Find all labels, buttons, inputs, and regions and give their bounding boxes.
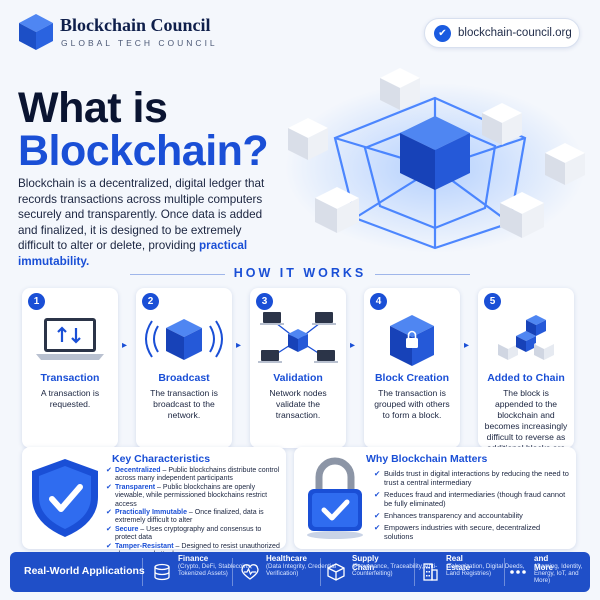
application-title: Finance	[178, 554, 209, 563]
intro-highlight: practical immutability.	[18, 239, 248, 268]
application-title: and More	[534, 554, 554, 572]
heart-pulse-icon	[241, 564, 259, 580]
step-number: 1	[28, 293, 45, 310]
padlock-icon	[307, 457, 363, 539]
divider	[232, 558, 233, 586]
characteristic-item: Secure – Uses cryptography and consensus…	[106, 526, 282, 543]
stacked-blocks-icon	[498, 315, 554, 360]
step-card-transaction: 1 Transaction A transaction is requested…	[22, 288, 118, 448]
step-description: A transaction is requested.	[40, 388, 100, 409]
application-desc: (Crypto, DeFi, Stablecoins, Tokenized As…	[178, 563, 252, 578]
key-characteristics-panel: Key Characteristics Decentralized – Publ…	[22, 447, 286, 558]
characteristic-item: Transparent – Public blockchains are ope…	[106, 484, 282, 509]
website-url: blockchain-council.org	[458, 27, 572, 39]
why-blockchain-matters-panel: Why Blockchain Matters Builds trust in d…	[294, 447, 576, 549]
application-desc: (Gaming, Identity, Energy, IoT, and More…	[534, 563, 583, 585]
chevron-right-icon: ▸	[236, 340, 242, 351]
step-card-validation: 3 Validation Network nodes validate the …	[250, 288, 346, 448]
network-nodes-icon	[258, 312, 338, 363]
box-icon	[327, 563, 345, 581]
benefit-item: Builds trust in digital interactions by …	[374, 469, 570, 487]
characteristic-item: Decentralized – Public blockchains distr…	[106, 467, 282, 484]
step-card-broadcast: 2 Broadcast The transaction is broadcast…	[136, 288, 232, 448]
locked-block-icon	[390, 315, 434, 366]
step-number: 5	[484, 293, 501, 310]
page-title-line1: What is	[18, 84, 168, 132]
step-title: Validation	[273, 372, 323, 384]
why-matters-heading: Why Blockchain Matters	[366, 453, 488, 465]
application-title: Healthcare	[266, 554, 307, 563]
application-desc: (Provenance, Traceability, Anti-Counterf…	[352, 563, 438, 578]
building-icon	[423, 563, 438, 581]
step-title: Block Creation	[374, 372, 450, 384]
applications-bar: Real-World Applications Finance (Crypto,…	[10, 552, 590, 592]
application-title: Real Estate	[446, 554, 471, 572]
broadcast-cube-icon	[145, 319, 223, 360]
coins-icon	[154, 563, 170, 581]
step-description: The transaction is broadcast to the netw…	[150, 388, 218, 420]
chevron-right-icon: ▸	[350, 340, 356, 351]
step-card-added-to-chain: 5 Added to Chain The block is appended t…	[478, 288, 574, 464]
step-number: 2	[142, 293, 159, 310]
step-number: 4	[370, 293, 387, 310]
divider	[320, 558, 321, 586]
blockchain-network-illustration	[285, 68, 585, 253]
benefit-item: Empowers industries with secure, decentr…	[374, 523, 570, 541]
chevron-right-icon: ▸	[464, 340, 470, 351]
step-title: Added to Chain	[487, 372, 565, 384]
step-title: Broadcast	[158, 372, 210, 384]
divider	[504, 558, 505, 586]
characteristic-item: Practically Immutable – Once finalized, …	[106, 509, 282, 526]
divider-left	[130, 274, 225, 275]
how-it-works-heading: HOW IT WORKS	[233, 266, 367, 280]
intro-paragraph: Blockchain is a decentralized, digital l…	[18, 176, 270, 269]
application-desc: (Data Integrity, Credential Verification…	[266, 563, 337, 578]
more-icon	[510, 570, 526, 574]
characteristics-list: Decentralized – Public blockchains distr…	[106, 467, 282, 559]
brand-subtitle: GLOBAL TECH COUNCIL	[61, 38, 218, 48]
benefit-item: Enhances transparency and accountability	[374, 511, 570, 520]
step-number: 3	[256, 293, 273, 310]
benefits-list: Builds trust in digital interactions by …	[374, 469, 570, 544]
chevron-right-icon: ▸	[122, 340, 128, 351]
divider	[414, 558, 415, 586]
page-title-line2: Blockchain?	[18, 127, 269, 175]
divider	[142, 558, 143, 586]
applications-label: Real-World Applications	[24, 565, 145, 577]
brand-name: Blockchain Council	[60, 15, 211, 35]
benefit-item: Reduces fraud and intermediaries (though…	[374, 490, 570, 508]
application-title: Supply Chain	[352, 554, 379, 572]
application-desc: (Tokenization, Digital Deeds, Land Regis…	[446, 563, 525, 578]
step-description: The transaction is grouped with others t…	[374, 388, 450, 420]
divider-right	[375, 274, 470, 275]
laptop-transfer-icon	[36, 318, 104, 360]
step-title: Transaction	[40, 372, 100, 384]
brand-logo-icon	[19, 14, 53, 50]
shield-check-icon	[32, 459, 98, 537]
intro-text: Blockchain is a decentralized, digital l…	[18, 177, 265, 252]
website-link[interactable]: ✔ blockchain-council.org	[424, 18, 580, 48]
verified-check-icon: ✔	[434, 24, 451, 42]
key-characteristics-heading: Key Characteristics	[112, 453, 211, 465]
step-card-block-creation: 4 Block Creation The transaction is grou…	[364, 288, 460, 448]
step-description: Network nodes validate the transaction.	[269, 388, 327, 420]
